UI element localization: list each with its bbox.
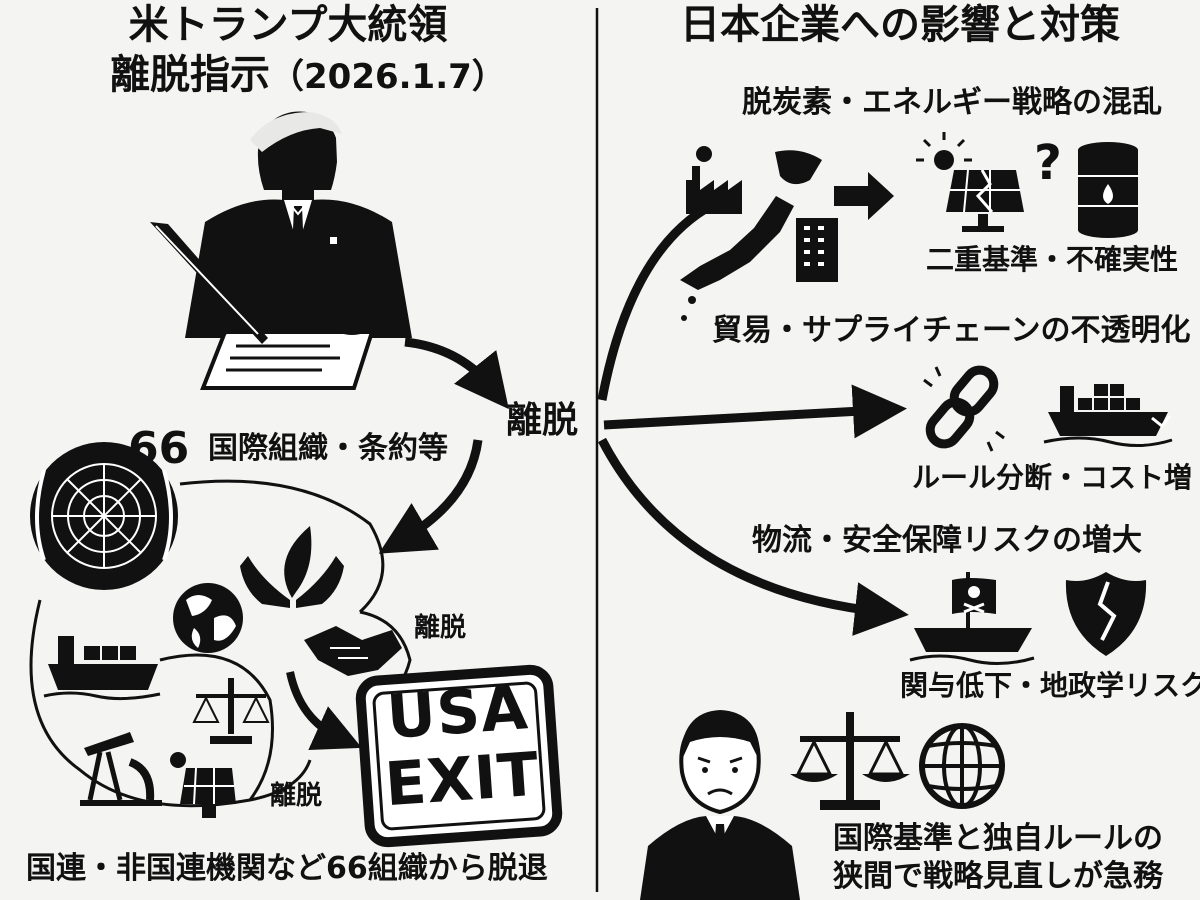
question-mark-icon: ?: [1034, 135, 1062, 191]
arrow-hub-to-impact3: [598, 437, 909, 636]
impact3-title: 物流・安全保障リスクの増大: [752, 523, 1142, 558]
left-title-main: 離脱指示: [110, 52, 270, 98]
president-silhouette-icon: [185, 111, 412, 338]
japan-map-icon: [680, 150, 822, 321]
hands-leaf-icon: [240, 526, 344, 608]
solar-panel-icon: [916, 132, 1024, 232]
usa-exit-stamp-icon: [355, 664, 563, 848]
factory-icon: [686, 146, 742, 214]
conclusion-text: 国際基準と独自ルールの 狭間で戦略見直しが急務: [808, 820, 1188, 895]
solar-panel-icon: [170, 752, 236, 818]
left-title-line1: 米トランプ大統領: [128, 2, 448, 48]
withdraw-label-b: 離脱: [270, 781, 323, 811]
arrow-to-stamp: [286, 671, 362, 751]
impact2-caption: ルール分断・コスト増: [912, 461, 1193, 494]
scale-icon: [192, 678, 270, 744]
orgs-loop-line: [179, 479, 385, 614]
stamp-text: USA EXIT: [368, 673, 553, 821]
left-title-date: （2026.1.7）: [270, 57, 506, 97]
left-footer: 国連・非国連機関など66組織から脱退: [26, 851, 548, 886]
impact3-caption: 関与低下・地政学リスク: [900, 669, 1200, 702]
handshake-icon: [304, 626, 402, 676]
withdraw-label-a: 離脱: [414, 613, 467, 643]
conclusion-line1: 国際基準と独自ルールの: [833, 821, 1163, 856]
broken-shield-icon: [1065, 572, 1147, 656]
un-emblem-icon: [30, 442, 178, 590]
broken-chain-icon: [923, 365, 1005, 452]
globe-icon: [173, 583, 243, 653]
globe-grid-icon: [919, 723, 1005, 809]
pen-icon: [150, 222, 268, 344]
count-badge: 66: [128, 423, 190, 474]
arrow-hub-to-impact1: [597, 201, 715, 401]
conclusion-line2: 狭間で戦略見直しが急務: [833, 858, 1163, 894]
office-building-icon: [796, 218, 838, 282]
impact1-caption: 二重基準・不確実性: [926, 243, 1179, 276]
arrow-hub-to-orgs: [378, 439, 483, 554]
arrow-right-icon: [834, 172, 894, 220]
pirate-ship-icon: [909, 572, 1035, 666]
arrow-to-hub: [404, 337, 509, 410]
arrow-hub-to-impact2: [603, 384, 907, 439]
oil-barrel-icon: [1078, 142, 1138, 238]
document-icon: [200, 309, 375, 390]
cargo-ship-icon: [43, 636, 161, 701]
orgs-loop-line-4: [159, 653, 274, 801]
oil-pump-icon: [80, 732, 162, 806]
right-title: 日本企業への影響と対策: [680, 2, 1120, 48]
damaged-ship-icon: [1043, 384, 1173, 447]
orgs-label: 国際組織・条約等: [208, 431, 448, 466]
impact1-title: 脱炭素・エネルギー戦略の混乱: [742, 85, 1162, 120]
hub-label: 離脱: [506, 400, 579, 441]
worried-businessman-icon: [640, 710, 800, 900]
scale-icon: [790, 712, 910, 810]
left-title-line2: 離脱指示（2026.1.7）: [110, 52, 506, 98]
orgs-loop-line-2: [29, 599, 312, 808]
stamp-line2: EXIT: [382, 739, 542, 821]
impact2-title: 貿易・サプライチェーンの不透明化: [712, 313, 1191, 348]
